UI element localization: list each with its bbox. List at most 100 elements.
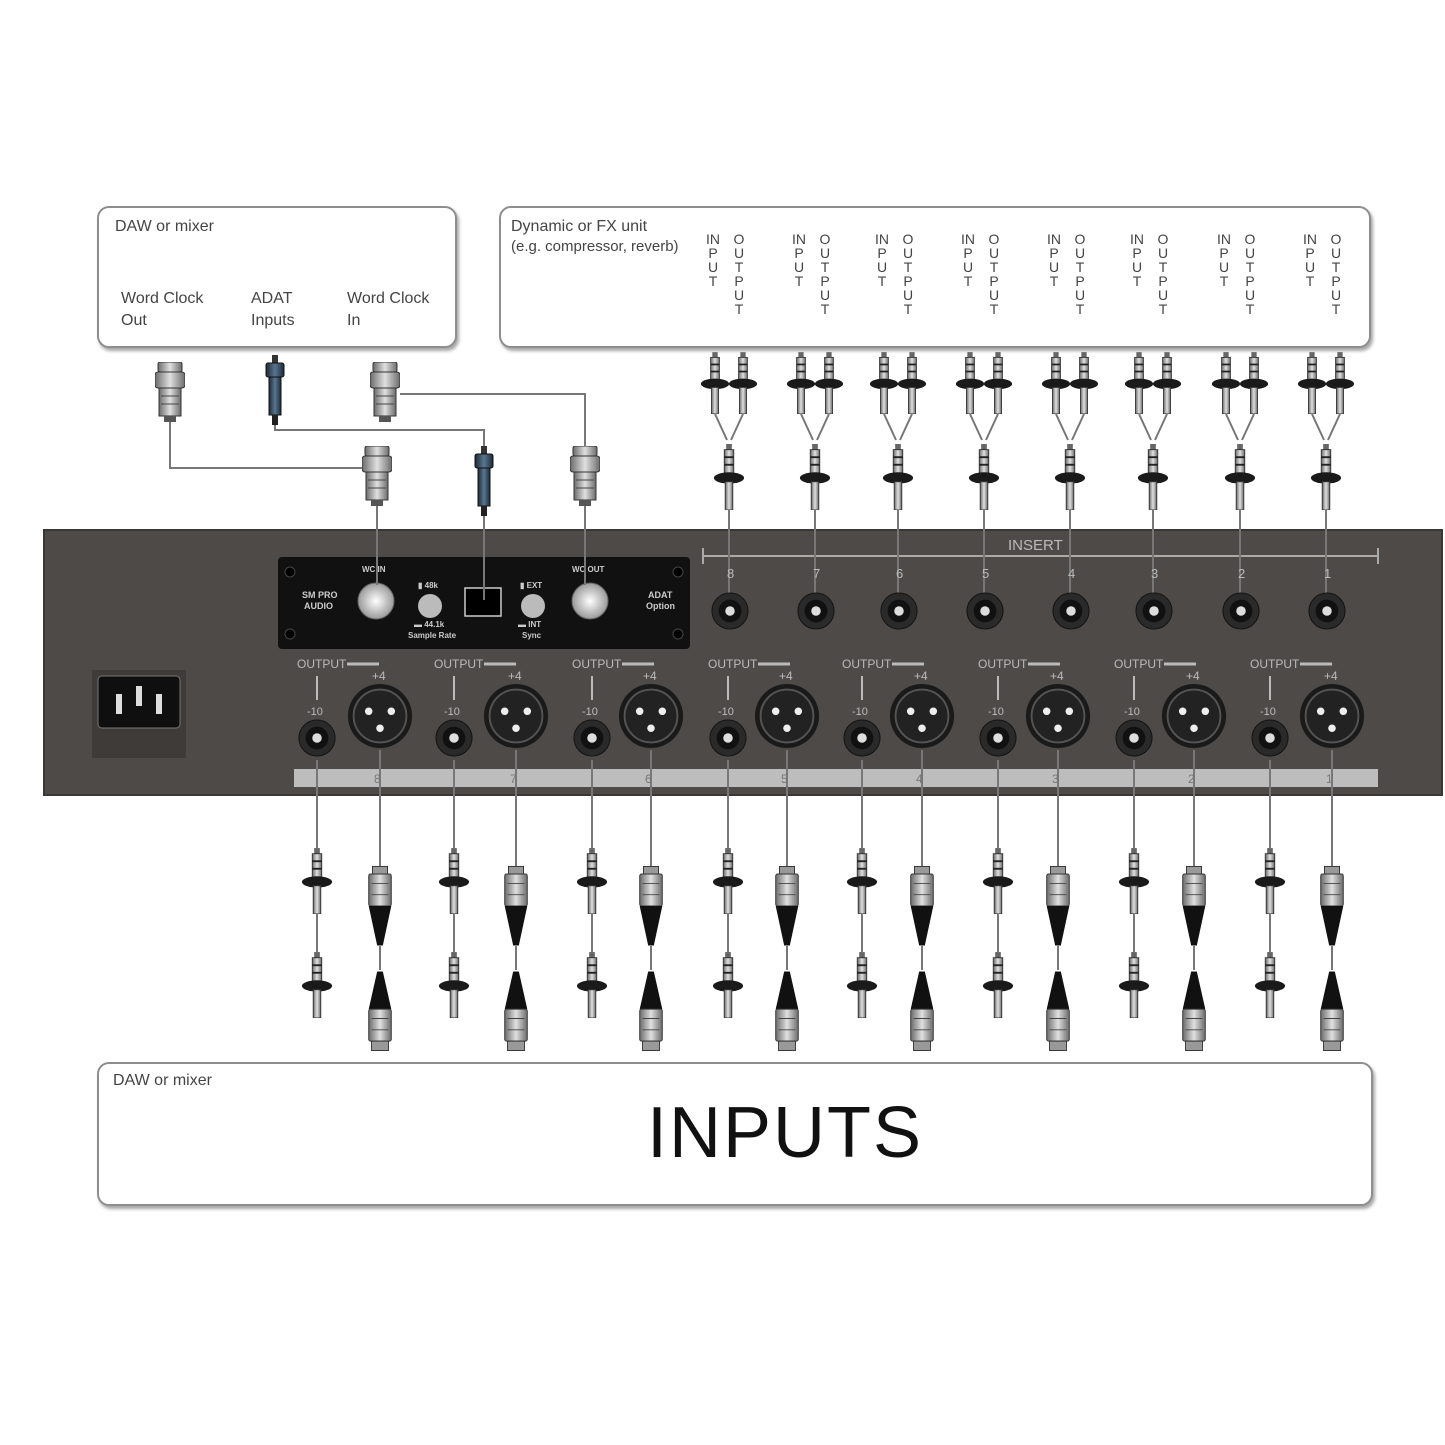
daw-input-xlr-female-plug <box>1320 970 1344 1052</box>
output-label: OUTPUT <box>572 657 622 671</box>
insert-y-cable <box>714 413 744 441</box>
insert-number-5: 5 <box>982 566 989 581</box>
plus4-label: +4 <box>508 669 522 683</box>
sample-rate-label: Sample Rate <box>408 631 457 640</box>
output-label: OUTPUT <box>297 657 347 671</box>
insert-trs-plug <box>881 444 915 510</box>
insert-y-cable <box>1055 413 1085 441</box>
sync-int-label: ▬ INT <box>518 620 541 629</box>
fx-input-jack-plug <box>1041 352 1071 414</box>
daw-bottom-title: DAW or mixer <box>113 1072 212 1089</box>
fx-output-jack-plug <box>1239 352 1269 414</box>
channel-number-strip <box>294 769 1378 787</box>
output-label: OUTPUT <box>1114 657 1164 671</box>
insert-label: INSERT <box>1008 537 1063 554</box>
daw-input-jack-plug <box>712 952 744 1018</box>
channel-number-5: 5 <box>781 772 788 786</box>
output-xlr-socket-1 <box>1299 683 1365 749</box>
minus10-label: -10 <box>1124 706 1140 718</box>
output-jack-socket-8 <box>298 719 336 757</box>
adat-card: SM PRO AUDIO WC IN WC OUT ▮ 48k ▬ 44.1k … <box>278 557 690 649</box>
output-xlr-socket-3 <box>1025 683 1091 749</box>
channel-number-7: 7 <box>510 772 517 786</box>
card-wc-in-bnc-plug <box>362 446 392 506</box>
fx-input-jack-plug <box>955 352 985 414</box>
sample-rate-button[interactable] <box>418 594 442 618</box>
fx-input-label: INPUT <box>1047 231 1061 289</box>
sync-label: Sync <box>522 631 542 640</box>
output-xlr-male-plug <box>368 866 392 946</box>
port-word-clock-in-label: Word Clock In <box>347 290 430 329</box>
channel-number-4: 4 <box>916 772 923 786</box>
fx-output-label: OUTPUT <box>1074 231 1086 317</box>
insert-number-6: 6 <box>896 566 903 581</box>
insert-socket-7 <box>797 592 835 630</box>
insert-number-7: 7 <box>813 566 820 581</box>
output-label: OUTPUT <box>842 657 892 671</box>
insert-socket-3 <box>1135 592 1173 630</box>
insert-socket-8 <box>711 592 749 630</box>
daw-input-jack-plug <box>1118 952 1150 1018</box>
fx-output-label: OUTPUT <box>988 231 1000 317</box>
fx-input-jack-plug <box>869 352 899 414</box>
adat-inputs-optical <box>265 355 285 425</box>
daw-input-xlr-female-plug <box>1182 970 1206 1052</box>
insert-trs-plug <box>1309 444 1343 510</box>
minus10-label: -10 <box>988 706 1004 718</box>
fx-output-jack-plug <box>728 352 758 414</box>
insert-number-8: 8 <box>727 566 734 581</box>
output-xlr-male-plug <box>639 866 663 946</box>
daw-input-jack-plug <box>438 952 470 1018</box>
insert-trs-plug <box>967 444 1001 510</box>
insert-y-cable <box>1225 413 1255 441</box>
wc-in-bnc-socket[interactable] <box>357 582 395 620</box>
fx-output-jack-plug <box>1069 352 1099 414</box>
output-xlr-male-plug <box>504 866 528 946</box>
daw-cables <box>169 393 586 600</box>
adat-option-line1: ADAT <box>648 590 673 600</box>
channel-number-8: 8 <box>374 772 381 786</box>
daw-top-box: DAW or mixer Word Clock Out ADAT Inputs … <box>97 206 457 348</box>
fx-output-jack-plug <box>1325 352 1355 414</box>
daw-input-xlr-female-plug <box>775 970 799 1052</box>
output-jack-plug <box>438 848 470 914</box>
fx-input-jack-plug <box>700 352 730 414</box>
minus10-label: -10 <box>444 706 460 718</box>
output-jack-socket-7 <box>435 719 473 757</box>
daw-top-title: DAW or mixer <box>115 218 214 235</box>
channel-number-6: 6 <box>645 772 652 786</box>
insert-trs-plug <box>1223 444 1257 510</box>
card-adat-optical-plug <box>474 446 494 516</box>
insert-y-cable <box>800 413 830 441</box>
insert-trs-plug <box>1136 444 1170 510</box>
insert-number-4: 4 <box>1068 566 1075 581</box>
output-jack-plug <box>1254 848 1286 914</box>
output-jack-plug <box>1118 848 1150 914</box>
fx-output-label: OUTPUT <box>819 231 831 317</box>
insert-number-2: 2 <box>1238 566 1245 581</box>
plus4-label: +4 <box>779 669 793 683</box>
output-jack-plug <box>982 848 1014 914</box>
fx-output-jack-plug <box>1152 352 1182 414</box>
output-xlr-male-plug <box>775 866 799 946</box>
plus4-label: +4 <box>372 669 386 683</box>
fx-input-label: INPUT <box>792 231 806 289</box>
output-jack-socket-3 <box>979 719 1017 757</box>
fx-input-jack-plug <box>786 352 816 414</box>
output-jack-socket-4 <box>843 719 881 757</box>
port-adat-inputs-label: ADAT Inputs <box>251 290 295 329</box>
minus10-label: -10 <box>307 706 323 718</box>
minus10-label: -10 <box>852 706 868 718</box>
plus4-label: +4 <box>1186 669 1200 683</box>
fx-input-label: INPUT <box>1130 231 1144 289</box>
wc-out-bnc-socket[interactable] <box>571 582 609 620</box>
minus10-label: -10 <box>718 706 734 718</box>
daw-input-jack-plug <box>301 952 333 1018</box>
daw-input-xlr-female-plug <box>1046 970 1070 1052</box>
output-jack-plug <box>576 848 608 914</box>
plus4-label: +4 <box>914 669 928 683</box>
daw-input-jack-plug <box>982 952 1014 1018</box>
fx-input-jack-plug <box>1297 352 1327 414</box>
sync-button[interactable] <box>521 594 545 618</box>
daw-bottom-box: DAW or mixer INPUTS <box>97 1062 1373 1206</box>
